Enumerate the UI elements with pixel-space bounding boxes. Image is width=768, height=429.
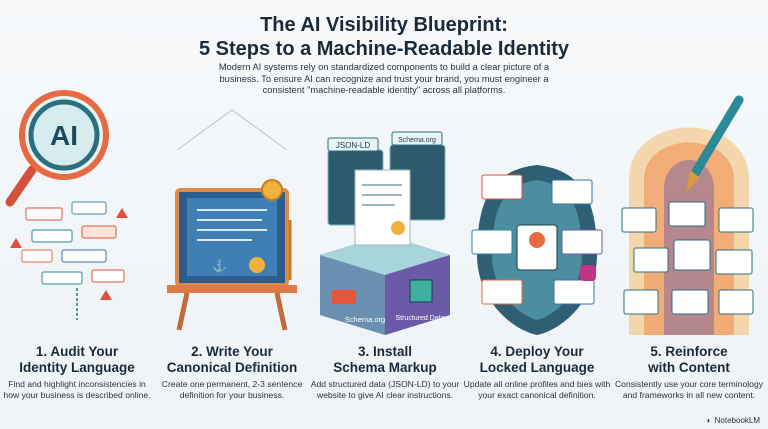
step-1-title-line2: Identity Language: [19, 360, 135, 375]
page-title-line1: The AI Visibility Blueprint:: [260, 14, 508, 36]
seal-icon: [261, 179, 283, 201]
anchor-icon: ⚓: [212, 259, 227, 273]
step-4-title-line2: Locked Language: [479, 360, 595, 375]
notebooklm-logo-icon: ◐: [706, 416, 712, 425]
schema-markup-illustration: JSON-LD Schema.org Schema.org Structured…: [310, 90, 460, 335]
step-1-description: Find and highlight inconsistencies in ho…: [3, 379, 151, 400]
checkmark-icon: [391, 221, 405, 235]
step-2-description: Create one permanent, 2-3 sentence defin…: [161, 379, 303, 400]
step-2-title-line1: 2. Write Your: [191, 344, 273, 359]
step-3-title-line1: 3. Install: [357, 344, 413, 359]
locked-language-illustration: [462, 90, 612, 335]
canonical-definition-illustration: ⚓: [157, 90, 307, 335]
step-3-description: Add structured data (JSON-LD) to your we…: [310, 379, 460, 400]
structured-data-label: Structured Data: [395, 315, 444, 322]
magnifier-icon: AI: [5, 90, 109, 207]
page-subtitle: Modern AI systems rely on standardized c…: [218, 62, 550, 95]
checkmark-seal-icon: [249, 257, 265, 273]
step-4-title-line1: 4. Deploy Your: [490, 344, 584, 359]
step-2-title-line2: Canonical Definition: [166, 360, 298, 375]
fountain-pen-icon: [686, 95, 744, 192]
brand-label: NotebookLM: [714, 416, 760, 425]
step-3-title-line2: Schema Markup: [333, 360, 437, 375]
chip-icon: [409, 279, 433, 303]
schema-org-bottom-label: Schema.org: [345, 315, 385, 324]
audit-illustration: AI: [2, 90, 152, 335]
speech-bubbles: [10, 201, 128, 320]
reinforce-content-illustration: [614, 90, 764, 335]
step-5-description: Consistently use your core terminology a…: [614, 379, 764, 400]
step-4-description: Update all online profiles and bies with…: [463, 379, 611, 400]
notebooklm-watermark: ◐ NotebookLM: [707, 416, 760, 425]
step-1-title-line1: 1. Audit Your: [35, 344, 119, 359]
ai-badge-text: AI: [50, 120, 78, 151]
schema-org-top-label: Schema.org: [398, 137, 436, 144]
json-ld-tag: [332, 290, 356, 304]
json-ld-label: JSON-LD: [336, 141, 370, 150]
step-5-title-line1: 5. Reinforce: [650, 344, 728, 359]
page-title-line2: 5 Steps to a Machine-Readable Identity: [198, 38, 570, 60]
instagram-icon: [580, 265, 596, 281]
step-5-title-line2: with Content: [648, 360, 730, 375]
